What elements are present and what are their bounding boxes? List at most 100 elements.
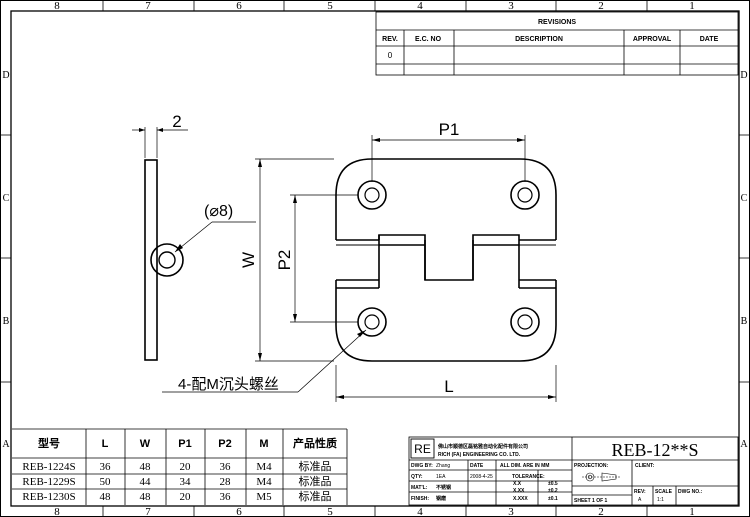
tolerance-xx-value: ±0.2 <box>548 488 558 494</box>
spec-cell: REB-1224S <box>22 461 75 473</box>
matl-value: 不锈钢 <box>436 484 451 491</box>
date-label: DATE <box>470 463 484 469</box>
company-name-cn: 佛山市顺德区磊铭雅自动化配件有限公司 <box>437 443 528 450</box>
company-logo <box>410 438 435 459</box>
revisions-title: REVISIONS <box>538 19 576 26</box>
qty-label: QTY: <box>411 474 423 480</box>
side-view <box>132 127 256 361</box>
tolerance-x: X.X <box>513 481 522 487</box>
title-block: RE 佛山市顺德区磊铭雅自动化配件有限公司 RICH (FA) ENGINEER… <box>408 436 739 506</box>
zone-col-bottom: 4 <box>417 506 423 517</box>
spec-cell: 36 <box>220 461 232 473</box>
thickness-dimension: 2 <box>172 112 181 131</box>
spec-header: L <box>102 438 109 450</box>
tolerance-xx: X.XX <box>513 488 525 494</box>
rev-header: REV. <box>382 36 398 43</box>
zone-col-top: 7 <box>145 0 151 12</box>
spec-cell: 44 <box>140 476 152 488</box>
zone-col-top: 8 <box>54 0 60 12</box>
zone-row-left: B <box>3 316 10 327</box>
spec-header: 产品性质 <box>293 436 337 450</box>
spec-cell: M5 <box>256 491 272 503</box>
p1-dimension-label: P1 <box>439 120 460 139</box>
zone-row-left: A <box>2 439 10 450</box>
spec-cell: 20 <box>180 461 192 473</box>
date-value: 2008-4-25 <box>470 474 493 480</box>
approval-header: APPROVAL <box>633 36 672 43</box>
zone-col-bottom: 6 <box>236 506 242 517</box>
hole-diameter-label: (⌀8) <box>204 203 233 220</box>
spec-cell: 48 <box>140 461 152 473</box>
p2-dimension-label: P2 <box>275 250 294 271</box>
dimension-lines <box>162 135 557 402</box>
zone-col-bottom: 5 <box>327 506 333 517</box>
zone-row-right: A <box>740 439 748 450</box>
zone-col-bottom: 7 <box>145 506 151 517</box>
spec-cell: 36 <box>100 461 112 473</box>
rev-label: REV: <box>634 489 646 495</box>
spec-cell: 50 <box>100 476 112 488</box>
spec-cell: M4 <box>256 461 272 473</box>
spec-header: W <box>140 438 151 450</box>
part-number: REB-12**S <box>611 440 698 460</box>
width-dimension-label: W <box>239 252 258 268</box>
zone-col-bottom: 2 <box>598 506 604 517</box>
zone-col-top: 4 <box>417 0 423 12</box>
spec-cell: 48 <box>100 491 112 503</box>
revisions-table: REVISIONS REV. E.C. NO DESCRIPTION APPRO… <box>375 11 739 76</box>
ec-no-header: E.C. NO <box>415 36 442 43</box>
dwg-by-value: Zhang <box>436 463 450 469</box>
description-header: DESCRIPTION <box>515 36 563 43</box>
spec-cell: 36 <box>220 491 232 503</box>
company-logo-text: RE <box>414 442 431 456</box>
zone-col-top: 3 <box>508 0 514 12</box>
dwg-by-label: DWG BY: <box>411 463 433 469</box>
zone-col-bottom: 8 <box>54 506 60 517</box>
projection-label: PROJECTION: <box>574 463 609 469</box>
hinge-front-view <box>335 158 557 362</box>
company-name-en: RICH (FA) ENGINEERING CO. LTD. <box>438 452 521 458</box>
matl-label: MAT'L: <box>411 485 428 491</box>
rev-value: A <box>638 497 642 503</box>
tolerance-xxx-value: ±0.1 <box>548 496 558 502</box>
spec-header: P1 <box>178 438 191 450</box>
date-header: DATE <box>700 36 719 43</box>
dwg-no-label: DWG NO.: <box>678 489 702 495</box>
scale-label: SCALE <box>655 489 673 495</box>
spec-cell: 标准品 <box>299 459 332 473</box>
spec-header: 型号 <box>38 436 60 450</box>
tolerance-x-value: ±0.5 <box>548 481 558 487</box>
zone-col-top: 6 <box>236 0 242 12</box>
tolerance-label: TOLERANCE: <box>512 474 545 480</box>
length-dimension-label: L <box>444 377 453 396</box>
zone-col-top: 5 <box>327 0 333 12</box>
qty-value: 1EA <box>436 474 446 480</box>
spec-header: M <box>259 438 268 450</box>
spec-cell: 标准品 <box>299 474 332 488</box>
finish-value: 钢磨 <box>436 495 446 502</box>
sheet-info: SHEET 1 OF 1 <box>574 498 608 504</box>
spec-table: 型号 L W P1 P2 M 产品性质 REB-1224S 36 48 20 3… <box>12 428 348 505</box>
zone-row-right: B <box>741 316 748 327</box>
units-note: ALL DIM. ARE IN MM <box>500 463 549 469</box>
projection-symbol-icon <box>582 472 620 482</box>
spec-cell: 34 <box>180 476 192 488</box>
spec-cell: M4 <box>256 476 272 488</box>
tolerance-xxx: X.XXX <box>513 496 528 502</box>
zone-row-right: D <box>740 70 747 81</box>
spec-cell: REB-1230S <box>22 491 75 503</box>
spec-cell: 标准品 <box>299 489 332 503</box>
spec-cell: REB-1229S <box>22 476 75 488</box>
spec-cell: 20 <box>180 491 192 503</box>
spec-cell: 48 <box>140 491 152 503</box>
spec-cell: 28 <box>220 476 232 488</box>
finish-label: FINISH: <box>411 496 429 502</box>
scale-value: 1:1 <box>657 497 664 503</box>
rev-cell: 0 <box>388 51 393 60</box>
zone-col-bottom: 3 <box>508 506 514 517</box>
dimension-arrows <box>258 138 556 399</box>
client-label: CLIENT: <box>635 463 655 469</box>
